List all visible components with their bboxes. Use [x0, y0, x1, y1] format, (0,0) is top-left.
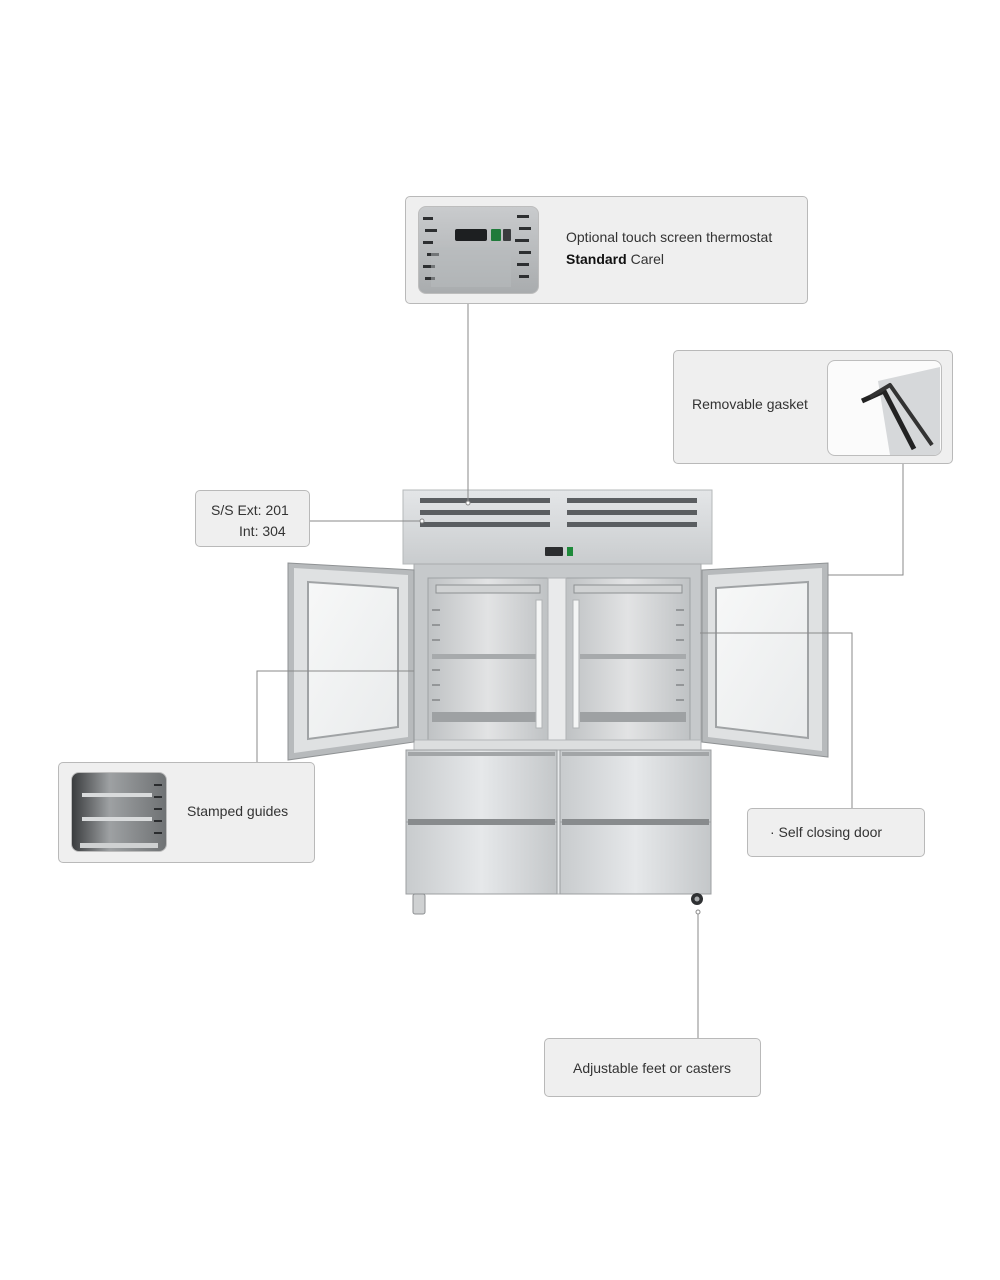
cabinet-body — [413, 563, 702, 751]
compressor-housing — [402, 489, 713, 565]
material-int-label: Int: 304 — [239, 523, 286, 539]
thermostat-line2: Standard Carel — [566, 248, 664, 270]
gasket-callout: Removable gasket — [673, 350, 953, 464]
drawer-section — [405, 749, 712, 895]
thermostat-standard-label: Standard — [566, 251, 627, 267]
feet-and-casters — [412, 893, 703, 915]
stamped-guides-callout: Stamped guides — [58, 762, 315, 863]
adjustable-feet-callout: Adjustable feet or casters — [544, 1038, 761, 1097]
power-switch — [567, 547, 573, 556]
thermostat-carel-label: Carel — [626, 251, 665, 267]
gasket-thumbnail — [827, 360, 942, 456]
stamped-guides-label: Stamped guides — [187, 803, 289, 819]
thermostat-callout: Optional touch screen thermostat Standar… — [405, 196, 808, 304]
self-closing-door-callout: · Self closing door — [747, 808, 925, 857]
material-ext-label: S/S Ext: 201 — [211, 502, 289, 518]
right-glass-door — [701, 562, 829, 758]
stamped-guides-thumbnail — [71, 772, 167, 852]
thermostat-thumbnail — [418, 206, 539, 294]
gasket-label: Removable gasket — [692, 396, 808, 412]
self-closing-door-label: · Self closing door — [770, 824, 883, 840]
thermostat-line1: Optional touch screen thermostat — [566, 229, 773, 245]
adjustable-feet-label: Adjustable feet or casters — [573, 1060, 731, 1076]
display-panel — [545, 547, 563, 556]
material-callout: S/S Ext: 201 Int: 304 — [195, 490, 310, 547]
left-glass-door — [287, 562, 415, 761]
